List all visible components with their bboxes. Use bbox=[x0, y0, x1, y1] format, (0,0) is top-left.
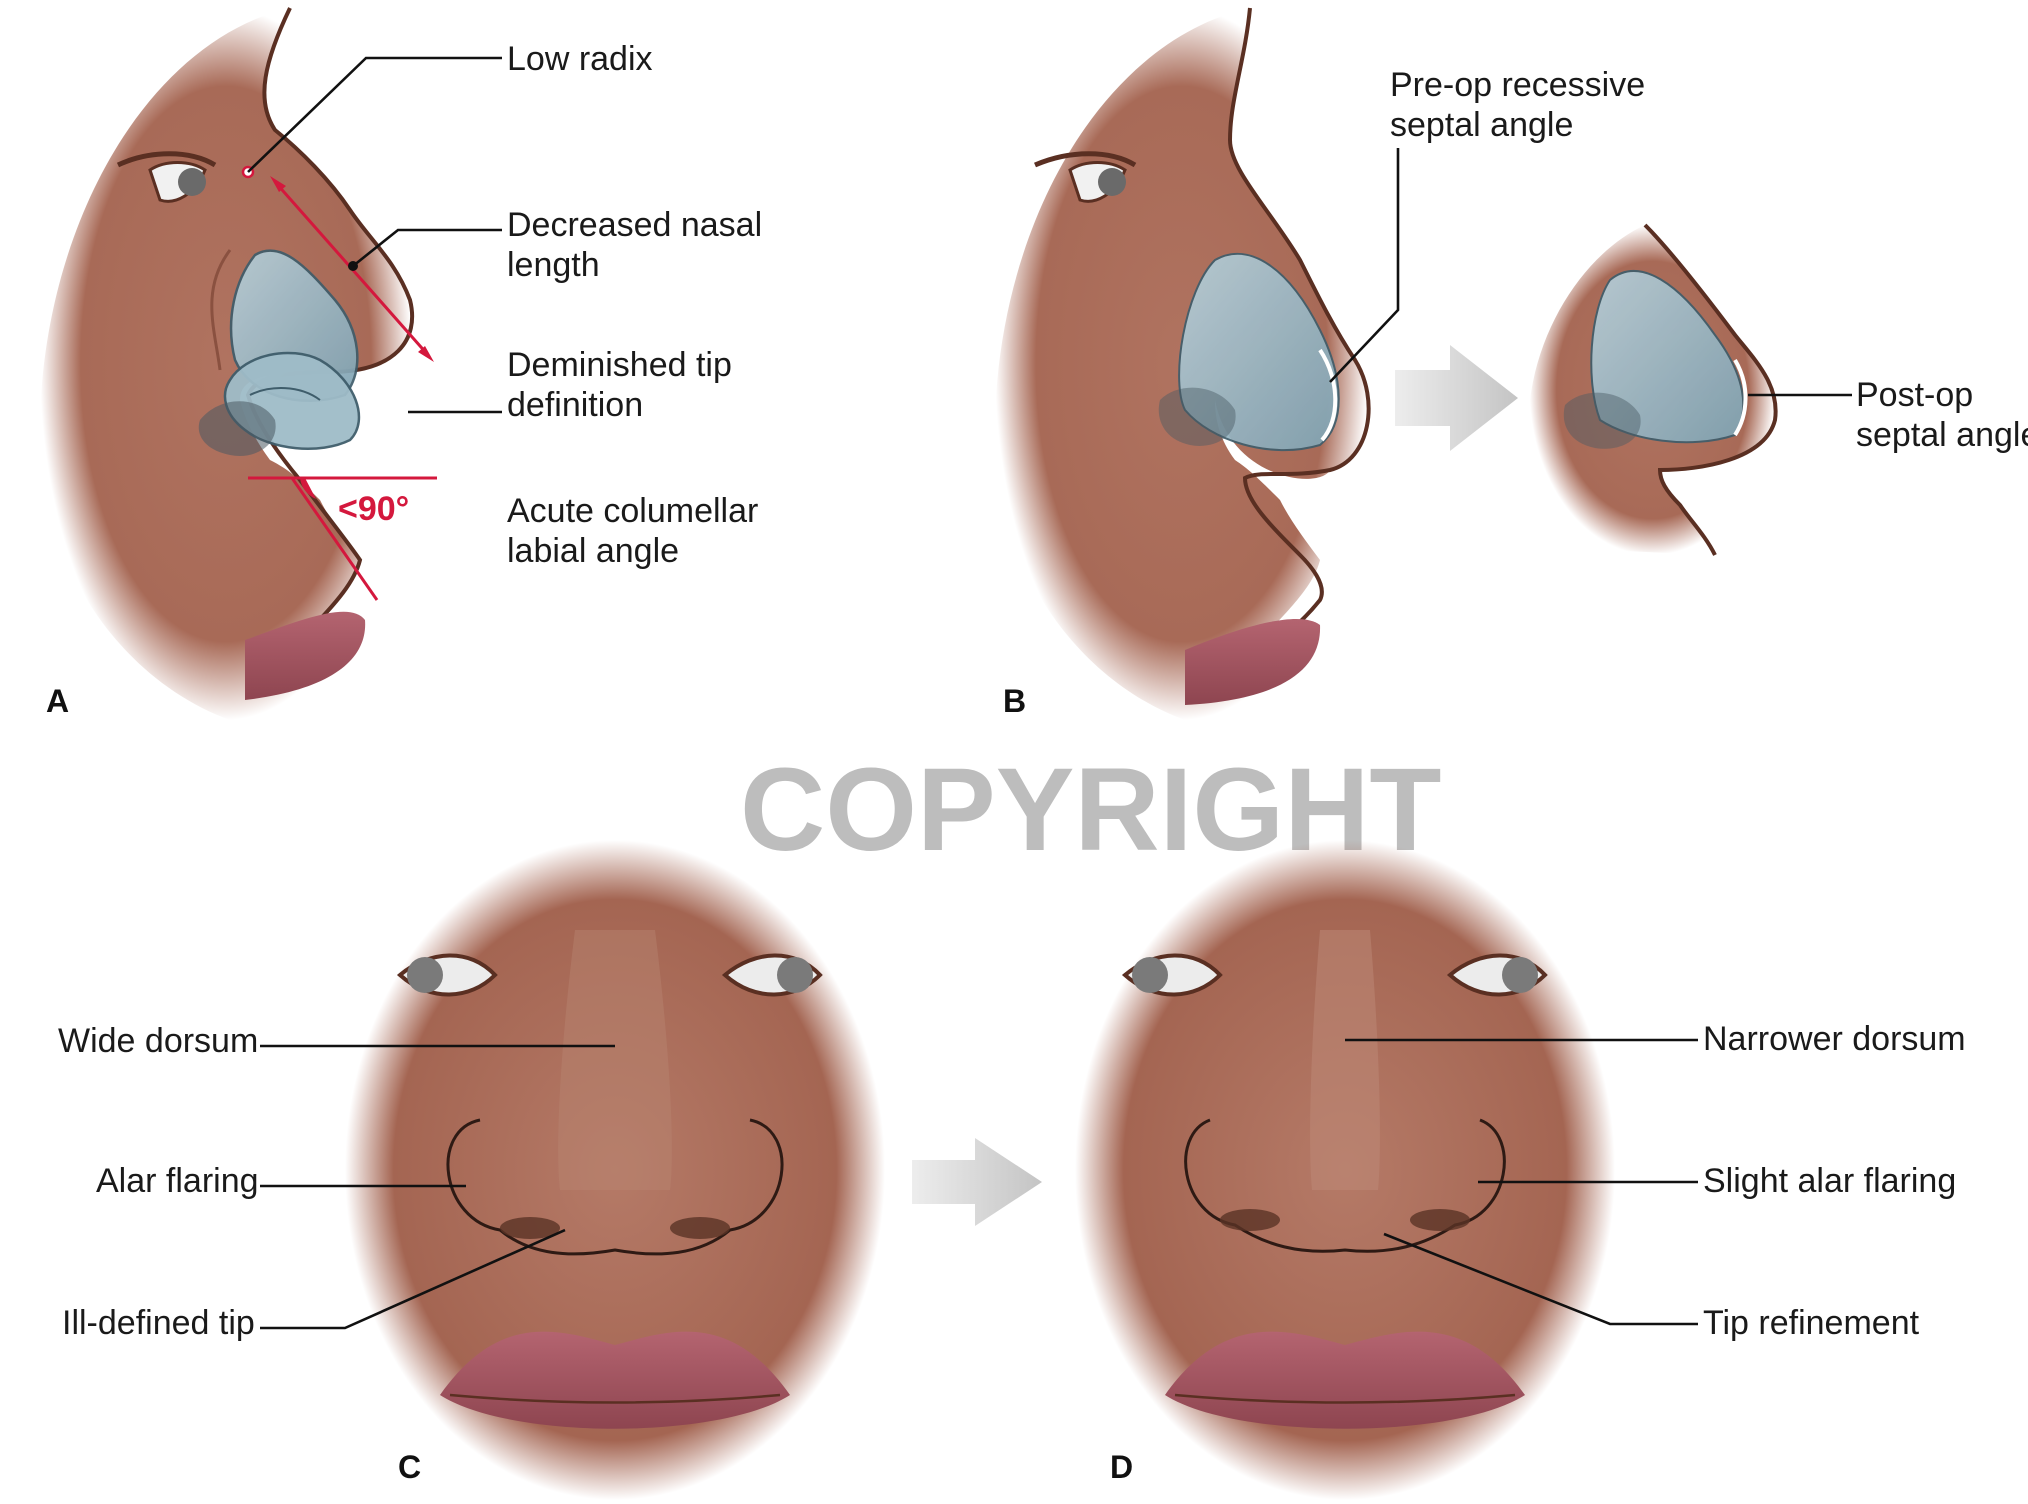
leader-tip-refinement bbox=[1383, 1232, 1698, 1326]
angle-value-label: <90° bbox=[338, 490, 409, 528]
panel-d: Narrower dorsum Slight alar flaring Tip … bbox=[1075, 840, 1966, 1500]
label-preop-2: septal angle bbox=[1390, 106, 1573, 144]
label-alar-flaring: Alar flaring bbox=[96, 1162, 259, 1200]
postop-nose bbox=[1529, 223, 1778, 556]
label-angle-1: Acute columellar bbox=[507, 492, 758, 530]
label-angle-2: labial angle bbox=[507, 532, 679, 570]
label-postop-2: septal angle bbox=[1856, 416, 2028, 454]
transition-arrow-cd bbox=[912, 1138, 1042, 1226]
panel-label-b: B bbox=[1003, 683, 1026, 719]
lips-d bbox=[1165, 1331, 1525, 1429]
lips-c bbox=[440, 1331, 790, 1429]
nose-outline-c bbox=[446, 1118, 784, 1256]
columellar-labial-angle: <90° bbox=[248, 476, 437, 601]
label-decreased-length-1: Decreased nasal bbox=[507, 206, 762, 244]
label-tip-refinement: Tip refinement bbox=[1703, 1304, 1920, 1342]
nose-outline-d bbox=[1184, 1118, 1506, 1253]
label-ill-defined-tip: Ill-defined tip bbox=[62, 1304, 255, 1342]
label-tip-definition-1: Deminished tip bbox=[507, 346, 732, 384]
lips-a bbox=[245, 611, 366, 700]
label-postop-1: Post-op bbox=[1856, 376, 1973, 414]
frontal-face-c bbox=[345, 840, 885, 1500]
panel-c: Wide dorsum Alar flaring Ill-defined tip… bbox=[58, 840, 885, 1500]
label-slight-alar: Slight alar flaring bbox=[1703, 1162, 1956, 1200]
panel-b: Pre-op recessive septal angle Post-op se… bbox=[994, 7, 2028, 720]
leader-nasal-length bbox=[352, 228, 502, 268]
lips-b bbox=[1185, 619, 1321, 705]
transition-arrow-b bbox=[1395, 345, 1518, 451]
panel-label-c: C bbox=[398, 1449, 421, 1485]
label-decreased-length-2: length bbox=[507, 246, 600, 284]
label-preop-1: Pre-op recessive bbox=[1390, 66, 1645, 104]
leader-low-radix bbox=[247, 56, 502, 173]
panel-label-d: D bbox=[1110, 1449, 1133, 1485]
eyes-c bbox=[396, 953, 823, 997]
label-low-radix: Low radix bbox=[507, 40, 653, 78]
leader-preop-septal bbox=[1329, 148, 1400, 383]
leader-ill-defined-tip bbox=[260, 1228, 566, 1330]
eyes-d bbox=[1121, 953, 1548, 997]
label-tip-definition-2: definition bbox=[507, 386, 643, 424]
panel-a: <90° Low radix Decreased nasal length De… bbox=[39, 7, 762, 720]
cartilage-b bbox=[1178, 252, 1340, 452]
label-narrower-dorsum: Narrower dorsum bbox=[1703, 1020, 1966, 1058]
panel-label-a: A bbox=[46, 683, 69, 719]
label-wide-dorsum: Wide dorsum bbox=[58, 1022, 258, 1060]
